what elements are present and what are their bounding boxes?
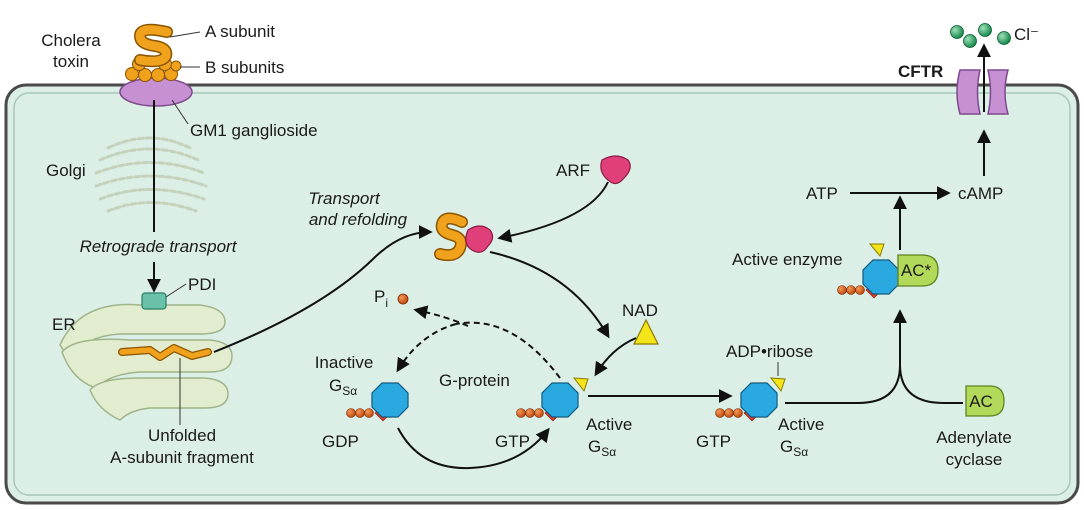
ac-to-acstar-arrow xyxy=(893,309,963,404)
toxin-to-gprotein-arrow xyxy=(489,251,610,339)
atp-label: ATP xyxy=(806,184,838,203)
a-subunit-label: A subunit xyxy=(205,22,275,41)
gtp-label-2: GTP xyxy=(696,432,731,451)
gdp-to-gtp-arrow xyxy=(397,427,550,470)
cholera-toxin-label-2: toxin xyxy=(53,52,89,71)
dashed-return-line xyxy=(455,321,561,379)
chloride-ions xyxy=(950,23,1011,48)
gs-sub-1: Sα xyxy=(342,384,357,398)
active-label-1: Active xyxy=(586,415,632,434)
active-gs-label-2: GSα xyxy=(780,437,808,459)
cell-membrane xyxy=(4,83,1080,505)
pi-main: P xyxy=(374,287,385,306)
adenylate-cyclase xyxy=(965,385,1005,417)
retrograde-label: Retrograde transport xyxy=(80,237,238,256)
adp-ribose-bound xyxy=(769,377,786,393)
active-gs-label-1: GSα xyxy=(588,437,616,459)
b-subunits-label: B subunits xyxy=(205,58,284,77)
unfolded-label-1: Unfolded xyxy=(148,426,216,445)
er-to-refolding-arrow xyxy=(213,225,433,353)
arf-label: ARF xyxy=(556,161,590,180)
unfolded-fragment xyxy=(119,345,211,360)
refolded-toxin xyxy=(435,214,467,260)
pdi-leader xyxy=(165,283,187,298)
cftr-label: CFTR xyxy=(898,62,943,81)
adenylate-label-2: cyclase xyxy=(946,450,1003,469)
pdi-protein xyxy=(141,292,167,310)
gs-sub-3: Sα xyxy=(793,445,808,459)
pi-release-arrow xyxy=(413,305,469,327)
ac-label: AC xyxy=(969,392,993,411)
arf-protein xyxy=(600,155,631,185)
nad-molecule xyxy=(633,318,659,345)
nad-bound-1 xyxy=(572,377,589,393)
gdp-label: GDP xyxy=(322,432,359,451)
a-subunit-shape xyxy=(135,25,172,66)
camp-label: cAMP xyxy=(958,184,1003,203)
nad-label: NAD xyxy=(622,301,658,320)
golgi-apparatus xyxy=(94,136,208,213)
adenylate-label-1: Adenylate xyxy=(936,428,1012,447)
er-label: ER xyxy=(52,315,76,334)
pdi-label: PDI xyxy=(188,275,216,294)
inactive-gs-label: GSα xyxy=(329,376,357,398)
gtp-label-1: GTP xyxy=(495,432,530,451)
unfolded-label-2: A-subunit fragment xyxy=(110,448,254,467)
transport-label-1: Transport xyxy=(308,189,381,208)
cholera-toxin-label-1: Cholera xyxy=(41,31,101,50)
cftr-channel xyxy=(956,69,1009,115)
gm1-ganglioside xyxy=(119,77,193,107)
adp-ribose-label: ADP•ribose xyxy=(726,342,813,361)
gs-to-ac-line xyxy=(785,364,901,404)
pi-sub: i xyxy=(385,296,388,310)
pi-bead xyxy=(397,293,409,305)
inactive-label: Inactive xyxy=(315,353,374,372)
arf-arrow xyxy=(497,181,609,243)
active-label-2: Active xyxy=(778,415,824,434)
gs-main-3: G xyxy=(780,437,793,456)
gm1-leader xyxy=(171,99,189,125)
nad-arrow xyxy=(594,337,637,377)
gs-sub-2: Sα xyxy=(601,445,616,459)
a-subunit-leader xyxy=(169,31,201,38)
golgi-label: Golgi xyxy=(46,161,86,180)
cell-inner-border xyxy=(13,92,1071,496)
active-enzyme-label: Active enzyme xyxy=(732,250,843,269)
active-enzyme-complex xyxy=(836,243,939,299)
ac-star-label: AC* xyxy=(901,261,932,280)
pi-label: Pi xyxy=(374,287,388,310)
gs-main-1: G xyxy=(329,376,342,395)
chloride-label: Cl⁻ xyxy=(1014,25,1039,44)
gprotein-label: G-protein xyxy=(439,371,510,390)
transport-label-2: and refolding xyxy=(309,210,408,229)
arf-bound xyxy=(465,225,494,253)
gs-main-2: G xyxy=(588,437,601,456)
gm1-label: GM1 ganglioside xyxy=(190,121,318,140)
